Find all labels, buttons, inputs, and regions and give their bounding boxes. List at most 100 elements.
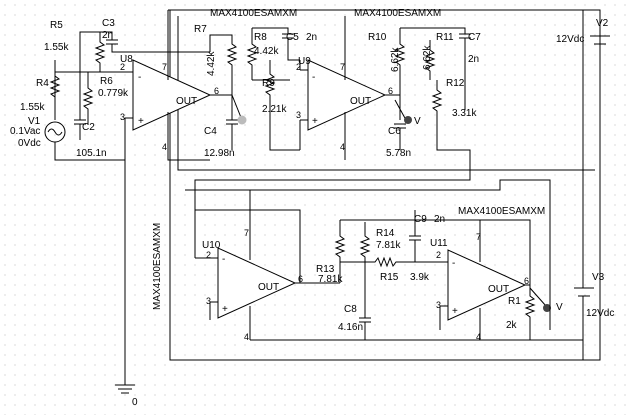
probe-output-label: V [556, 302, 563, 313]
r10-value: 6.62k [390, 47, 401, 72]
u10-label: U10 [202, 240, 221, 251]
v2-source[interactable]: 2 V2 12Vdc [556, 18, 610, 45]
stage-2: MAX4100ESAMXM R8 4.42k C5 2n R9 2.21k U9… [194, 8, 481, 250]
svg-text:6: 6 [214, 86, 219, 96]
r11-label: R11 [436, 32, 454, 43]
r6-value: 0.779k [98, 88, 129, 99]
svg-text:-: - [452, 258, 455, 269]
probe-stage2[interactable] [404, 116, 412, 124]
svg-text:6: 6 [298, 274, 303, 284]
u10-opamp[interactable] [217, 247, 297, 319]
c6-label: C6 [388, 126, 401, 137]
r9-value: 2.21k [262, 104, 287, 115]
c8-label: C8 [344, 304, 357, 315]
c6-value: 5.78n [386, 148, 411, 159]
svg-text:3: 3 [120, 112, 125, 122]
r14-label: R14 [376, 228, 395, 239]
svg-text:4: 4 [476, 332, 481, 342]
svg-text:+: + [452, 306, 458, 317]
r15-label: R15 [380, 272, 399, 283]
svg-text:7: 7 [162, 62, 167, 72]
svg-text:-: - [138, 72, 141, 83]
u8-out: OUT [176, 96, 197, 107]
u9-opamp[interactable] [307, 59, 387, 131]
u11-model: MAX4100ESAMXM [458, 206, 545, 217]
svg-text:7: 7 [340, 62, 345, 72]
u10-model: MAX4100ESAMXM [152, 223, 163, 310]
u9-out: OUT [350, 96, 371, 107]
svg-text:2: 2 [296, 62, 301, 72]
r10-label: R10 [368, 32, 387, 43]
svg-text:6: 6 [524, 276, 529, 286]
svg-text:2: 2 [436, 250, 441, 260]
v3-source[interactable]: V3 12Vdc [574, 170, 614, 360]
c5-value: 2n [306, 32, 317, 43]
svg-text:-: - [222, 254, 225, 265]
r5-value: 1.55k [44, 42, 69, 53]
r13-value: 7.81k [318, 274, 343, 285]
c7-label: C7 [468, 32, 481, 43]
r13-label: R13 [316, 264, 335, 275]
svg-text:+: + [312, 116, 318, 127]
svg-text:4: 4 [162, 142, 167, 152]
stage-3: MAX4100ESAMXM U10 - + OUT 2 3 7 4 6 [152, 190, 340, 342]
v2-label: V2 [596, 18, 609, 29]
c2-value: 105.1n [76, 148, 107, 159]
c5-label: C5 [286, 32, 299, 43]
r8-label: R8 [254, 32, 267, 43]
svg-text:6: 6 [388, 86, 393, 96]
stage-4: MAX4100ESAMXM R13 7.81k R14 7.81k C9 2n … [185, 179, 583, 342]
ground-label: 0 [132, 397, 138, 408]
r12-value: 3.31k [452, 108, 477, 119]
u8-model: MAX4100ESAMXM [210, 8, 297, 19]
c2-label: C2 [82, 122, 95, 133]
probe-output[interactable] [543, 304, 551, 312]
u8-label: U8 [120, 54, 133, 65]
svg-text:+: + [222, 304, 228, 315]
svg-text:4: 4 [340, 142, 345, 152]
u11-out: OUT [488, 284, 509, 295]
svg-text:7: 7 [476, 232, 481, 242]
c3-value: 2n [102, 30, 113, 41]
r14-value: 7.81k [376, 240, 401, 251]
c9-label: C9 [414, 214, 427, 225]
stage-1: V1 0.1Vac 0Vdc R4 1.55k R5 1.55k C3 2n R… [10, 10, 247, 161]
c7-value: 2n [468, 54, 479, 65]
r11-value: 6.62k [422, 45, 433, 70]
u9-model: MAX4100ESAMXM [354, 8, 441, 19]
v2-value: 12Vdc [556, 34, 584, 45]
c3-label: C3 [102, 18, 115, 29]
u11-opamp[interactable] [447, 249, 527, 321]
probe-stage1[interactable] [237, 115, 247, 125]
r4-label: R4 [36, 78, 49, 89]
r12-label: R12 [446, 78, 465, 89]
r4-value: 1.55k [20, 102, 45, 113]
r7-value: 4.42k [206, 51, 217, 76]
svg-text:7: 7 [244, 228, 249, 238]
r7-label: R7 [194, 24, 207, 35]
u9-label: U9 [298, 56, 311, 67]
c8-value: 4.16n [338, 322, 363, 333]
svg-text:3: 3 [436, 300, 441, 310]
v3-label: V3 [592, 272, 605, 283]
u8-opamp[interactable] [132, 59, 212, 131]
r5-label: R5 [50, 20, 63, 31]
u10-out: OUT [258, 282, 279, 293]
r1-value: 2k [506, 320, 518, 331]
svg-text:2: 2 [206, 250, 211, 260]
svg-text:3: 3 [296, 110, 301, 120]
v1-ac: 0.1Vac [10, 126, 40, 137]
probe-stage2-label: V [414, 116, 421, 127]
r1-label: R1 [508, 296, 521, 307]
supply-wiring [168, 9, 601, 361]
svg-text:-: - [312, 72, 315, 83]
r8-value: 4.42k [254, 46, 279, 57]
c4-value: 12.98n [204, 148, 235, 159]
svg-text:4: 4 [244, 332, 249, 342]
u11-label: U11 [430, 238, 448, 249]
r6-label: R6 [100, 76, 113, 87]
c4-label: C4 [204, 126, 217, 137]
r15-value: 3.9k [410, 272, 430, 283]
